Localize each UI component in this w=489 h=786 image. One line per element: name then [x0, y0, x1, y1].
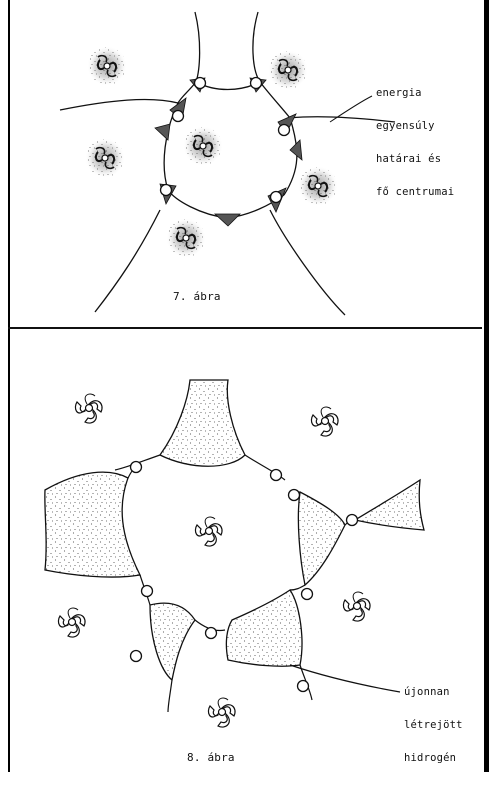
fig7-nodes — [161, 78, 290, 203]
fig8-boundaries — [115, 455, 400, 712]
figure-7 — [60, 12, 395, 315]
swirl-vortex-icon — [311, 407, 338, 436]
fig7-junctions — [155, 78, 302, 226]
fig8-annotation-line: létrejött — [404, 720, 463, 731]
spiral-galaxy-icon — [268, 50, 308, 90]
swirl-vortex-icon — [208, 698, 235, 727]
spiral-galaxy-icon — [166, 218, 206, 258]
figure-8 — [45, 380, 424, 727]
fig7-annotation-line: energia — [376, 88, 454, 99]
fig8-hydrogen-regions — [45, 380, 424, 680]
swirl-vortex-icon — [75, 394, 102, 423]
swirl-vortex-icon — [58, 608, 85, 637]
spiral-galaxy-icon — [87, 46, 127, 86]
spiral-galaxy-icon — [183, 126, 223, 166]
fig7-caption: 7. ábra — [173, 291, 221, 302]
swirl-vortex-icon — [195, 517, 222, 546]
fig7-annotation-line: fő centrumai — [376, 187, 454, 198]
fig8-caption: 8. ábra — [187, 752, 235, 763]
fig8-annotation-line: hidrogén — [404, 753, 463, 764]
swirl-vortex-icon — [343, 592, 370, 621]
fig8-annotation-line: újonnan — [404, 687, 463, 698]
spiral-galaxy-icon — [85, 138, 125, 178]
fig7-annotation: energia egyensúly határai és fő centruma… — [376, 66, 454, 220]
fig7-annotation-line: egyensúly — [376, 121, 454, 132]
fig7-annotation-line: határai és — [376, 154, 454, 165]
fig8-annotation: újonnan létrejött hidrogén — [404, 665, 463, 786]
spiral-galaxy-icon — [298, 166, 338, 206]
